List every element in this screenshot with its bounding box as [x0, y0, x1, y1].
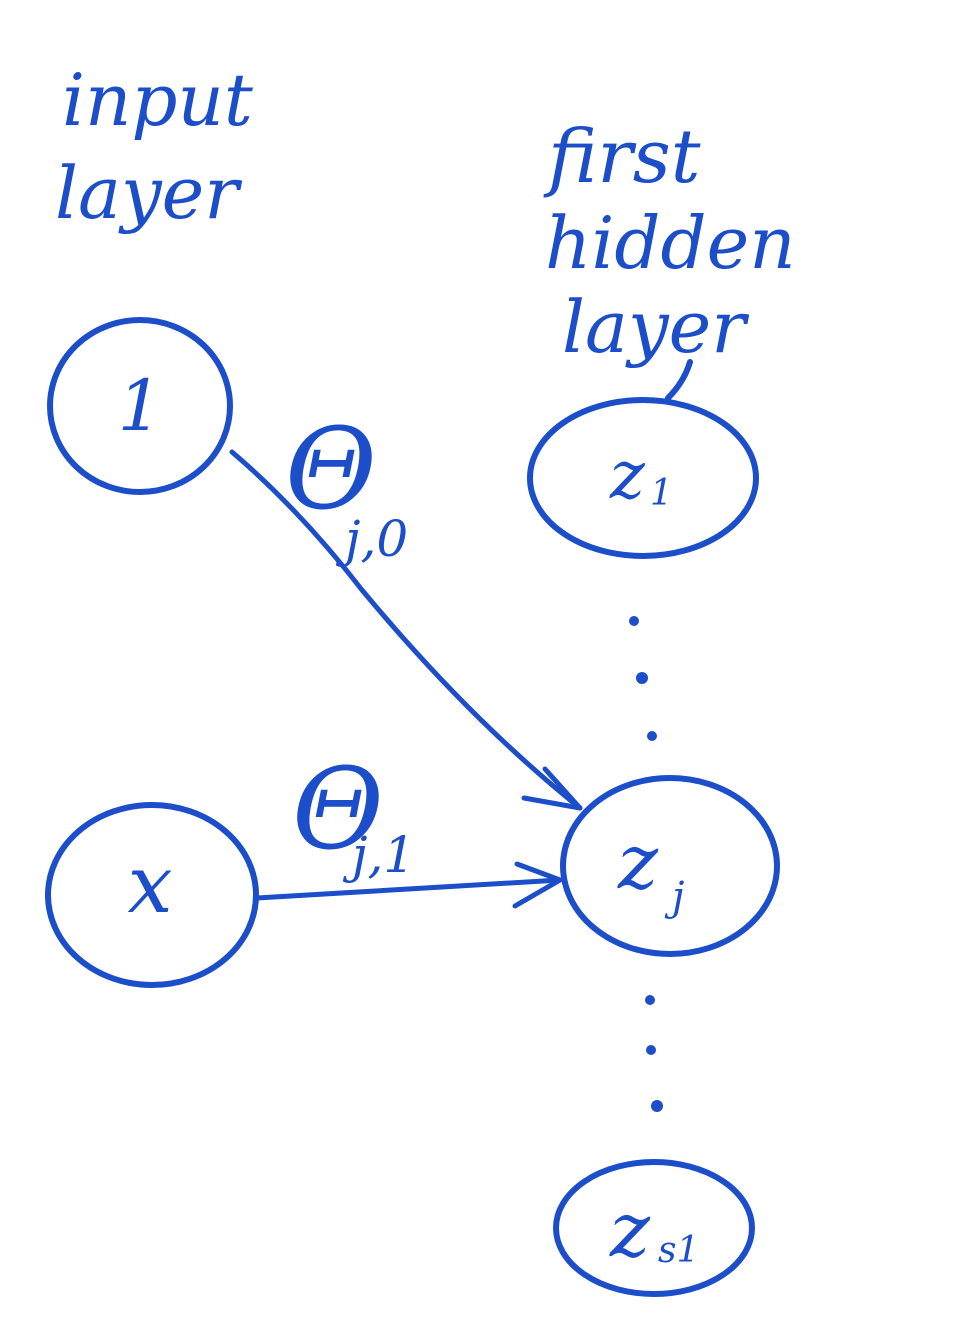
ellipsis-dot — [646, 1045, 656, 1055]
caption-tail — [665, 359, 693, 401]
input-layer-caption: input layer — [55, 58, 254, 235]
input-node-x: x — [45, 802, 259, 988]
hidden-node-zj: z j — [560, 775, 780, 957]
node-circle — [560, 775, 780, 957]
hidden-layer-label-line2: hidden — [545, 201, 796, 285]
input-node-bias: 1 — [47, 317, 233, 495]
ellipsis-dot — [647, 731, 657, 741]
node-label: z — [609, 437, 646, 514]
input-layer-label-line2: layer — [55, 151, 242, 235]
input-layer-label-line1: input — [62, 58, 254, 142]
node-circle — [47, 317, 233, 495]
node-subscript: s1 — [658, 1230, 699, 1271]
ellipsis-dot — [629, 616, 639, 626]
node-label: 1 — [118, 365, 163, 447]
edge-line — [229, 449, 583, 811]
edge-x-to-zj — [254, 861, 563, 909]
node-label: z — [609, 1185, 651, 1274]
theta-symbol: Θ — [292, 745, 384, 875]
ellipsis-dot — [645, 995, 655, 1005]
node-label: z — [617, 817, 659, 906]
hidden-node-z1: z 1 — [527, 397, 759, 559]
node-circle — [527, 397, 759, 559]
arrowhead — [521, 766, 583, 811]
node-subscript: j — [664, 874, 684, 920]
hidden-layer-caption: first hidden layer — [543, 114, 796, 401]
theta-symbol: Θ — [285, 405, 377, 535]
weight-theta-j1: Θ j,1 — [292, 745, 415, 884]
arrowhead — [512, 861, 563, 909]
ellipsis-upper — [629, 616, 657, 741]
node-circle — [553, 1159, 755, 1297]
edge-bias-to-zj — [229, 449, 583, 811]
theta-subscript: j,1 — [342, 826, 415, 884]
hidden-layer-label-line3: layer — [562, 285, 749, 369]
hidden-layer-label-line1: first — [543, 114, 701, 200]
edge-line — [254, 877, 563, 901]
ellipsis-dot — [636, 672, 648, 684]
node-circle — [45, 802, 259, 988]
node-label: x — [127, 838, 172, 931]
hidden-node-zs1: z s1 — [553, 1159, 755, 1297]
ellipsis-lower — [645, 995, 663, 1112]
ellipsis-dot — [651, 1100, 663, 1112]
node-subscript: 1 — [650, 473, 673, 514]
theta-subscript: j,0 — [335, 510, 408, 568]
weight-theta-j0: Θ j,0 — [285, 405, 408, 568]
